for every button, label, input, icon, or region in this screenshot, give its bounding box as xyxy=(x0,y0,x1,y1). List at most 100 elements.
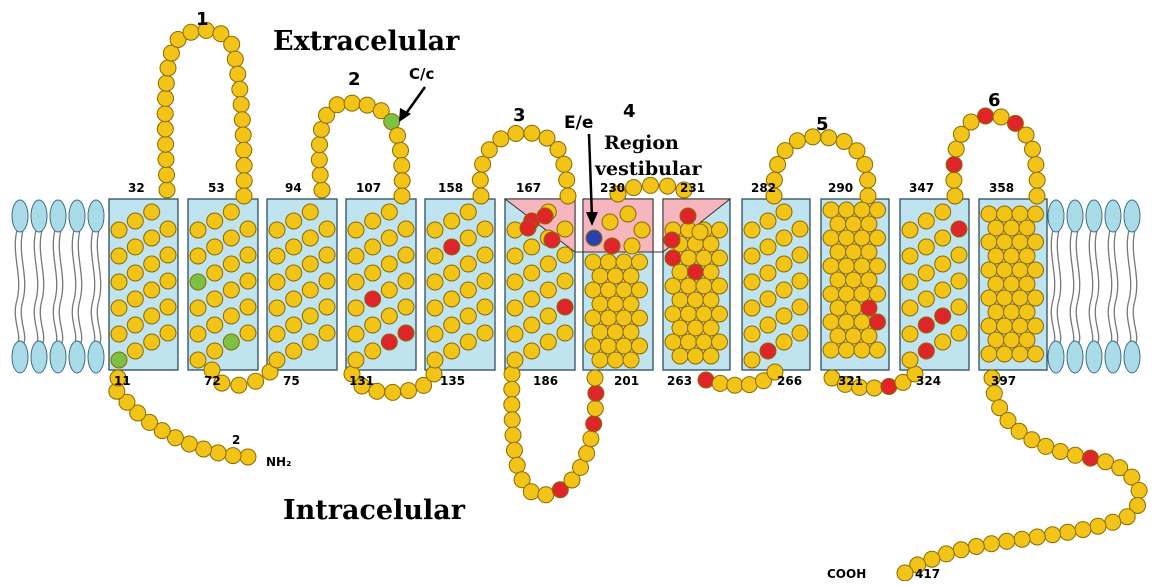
residue xyxy=(1090,518,1106,534)
lipid-head xyxy=(50,341,66,373)
residue xyxy=(712,278,728,294)
residue xyxy=(398,247,414,263)
residue xyxy=(823,258,839,274)
lipid-tail xyxy=(53,230,56,345)
residue xyxy=(227,51,243,67)
residue xyxy=(988,220,1004,236)
residue xyxy=(240,247,256,263)
residue xyxy=(557,247,573,263)
residue xyxy=(587,370,603,386)
loop-number: 1 xyxy=(196,9,209,30)
residue xyxy=(427,222,443,238)
residue-number-top: 107 xyxy=(356,181,381,195)
residue xyxy=(160,221,176,237)
residue xyxy=(207,343,223,359)
residue xyxy=(623,324,639,340)
residue-number-bottom: 11 xyxy=(114,374,131,388)
residue xyxy=(269,300,285,316)
residue xyxy=(302,256,318,272)
residue xyxy=(207,317,223,333)
residue xyxy=(557,221,573,237)
residue-number-bottom: 263 xyxy=(667,374,692,388)
residue-number-top: 230 xyxy=(600,181,625,195)
residue xyxy=(585,338,601,354)
residue xyxy=(508,126,524,142)
residue xyxy=(381,308,397,324)
residue xyxy=(712,334,728,350)
residue xyxy=(269,248,285,264)
residue xyxy=(557,325,573,341)
residue xyxy=(559,172,575,188)
lipid-head xyxy=(12,200,28,232)
residue xyxy=(540,282,556,298)
residue xyxy=(1012,290,1028,306)
residue xyxy=(870,202,886,218)
residue xyxy=(329,97,345,113)
lipid-tail xyxy=(1133,230,1136,345)
residue xyxy=(981,234,997,250)
residue xyxy=(190,248,206,264)
residue xyxy=(144,256,160,272)
residue xyxy=(981,290,997,306)
residue-number-bottom: 72 xyxy=(204,374,221,388)
residue xyxy=(823,202,839,218)
residue xyxy=(935,308,951,324)
residue xyxy=(240,449,256,465)
residue xyxy=(823,314,839,330)
residue xyxy=(444,343,460,359)
residue xyxy=(127,343,143,359)
residue xyxy=(846,272,862,288)
lipid-head xyxy=(1124,341,1140,373)
residue xyxy=(240,299,256,315)
residue xyxy=(1067,447,1083,463)
lipid-tail xyxy=(97,230,100,345)
residue xyxy=(398,221,414,237)
residue xyxy=(839,342,855,358)
residue xyxy=(902,352,918,368)
residue xyxy=(870,286,886,302)
lipid-tail xyxy=(1070,230,1073,345)
residue xyxy=(1131,482,1147,498)
residue xyxy=(1052,444,1068,460)
residue xyxy=(938,546,954,562)
residue xyxy=(665,334,681,350)
residue xyxy=(688,348,704,364)
residue xyxy=(1012,206,1028,222)
lipid-head xyxy=(1086,200,1102,232)
residue xyxy=(744,326,760,342)
residue xyxy=(286,343,302,359)
residue xyxy=(712,306,728,322)
residue xyxy=(286,213,302,229)
residue xyxy=(999,533,1015,549)
residue xyxy=(460,308,476,324)
residue xyxy=(585,254,601,270)
residue xyxy=(839,230,855,246)
residue xyxy=(846,244,862,260)
residue xyxy=(585,282,601,298)
lipid-tail xyxy=(40,230,43,345)
residue xyxy=(951,325,967,341)
residue xyxy=(823,286,839,302)
residue xyxy=(158,90,174,106)
lipid-head xyxy=(1105,341,1121,373)
residue xyxy=(918,317,934,333)
residue xyxy=(523,484,539,500)
residue xyxy=(918,343,934,359)
lipid-tail xyxy=(1127,230,1130,345)
residue xyxy=(981,262,997,278)
residue xyxy=(592,268,608,284)
residue xyxy=(1018,127,1034,143)
c-terminus-label: COOH xyxy=(827,567,866,581)
residue xyxy=(190,300,206,316)
residue xyxy=(524,343,540,359)
residue xyxy=(760,343,776,359)
residue xyxy=(1019,248,1035,264)
residue-number-bottom: 131 xyxy=(349,374,374,388)
residue xyxy=(583,431,599,447)
residue xyxy=(398,325,414,341)
residue xyxy=(557,299,573,315)
residue-number-bottom: 75 xyxy=(283,374,300,388)
residue xyxy=(540,334,556,350)
residue xyxy=(601,310,617,326)
